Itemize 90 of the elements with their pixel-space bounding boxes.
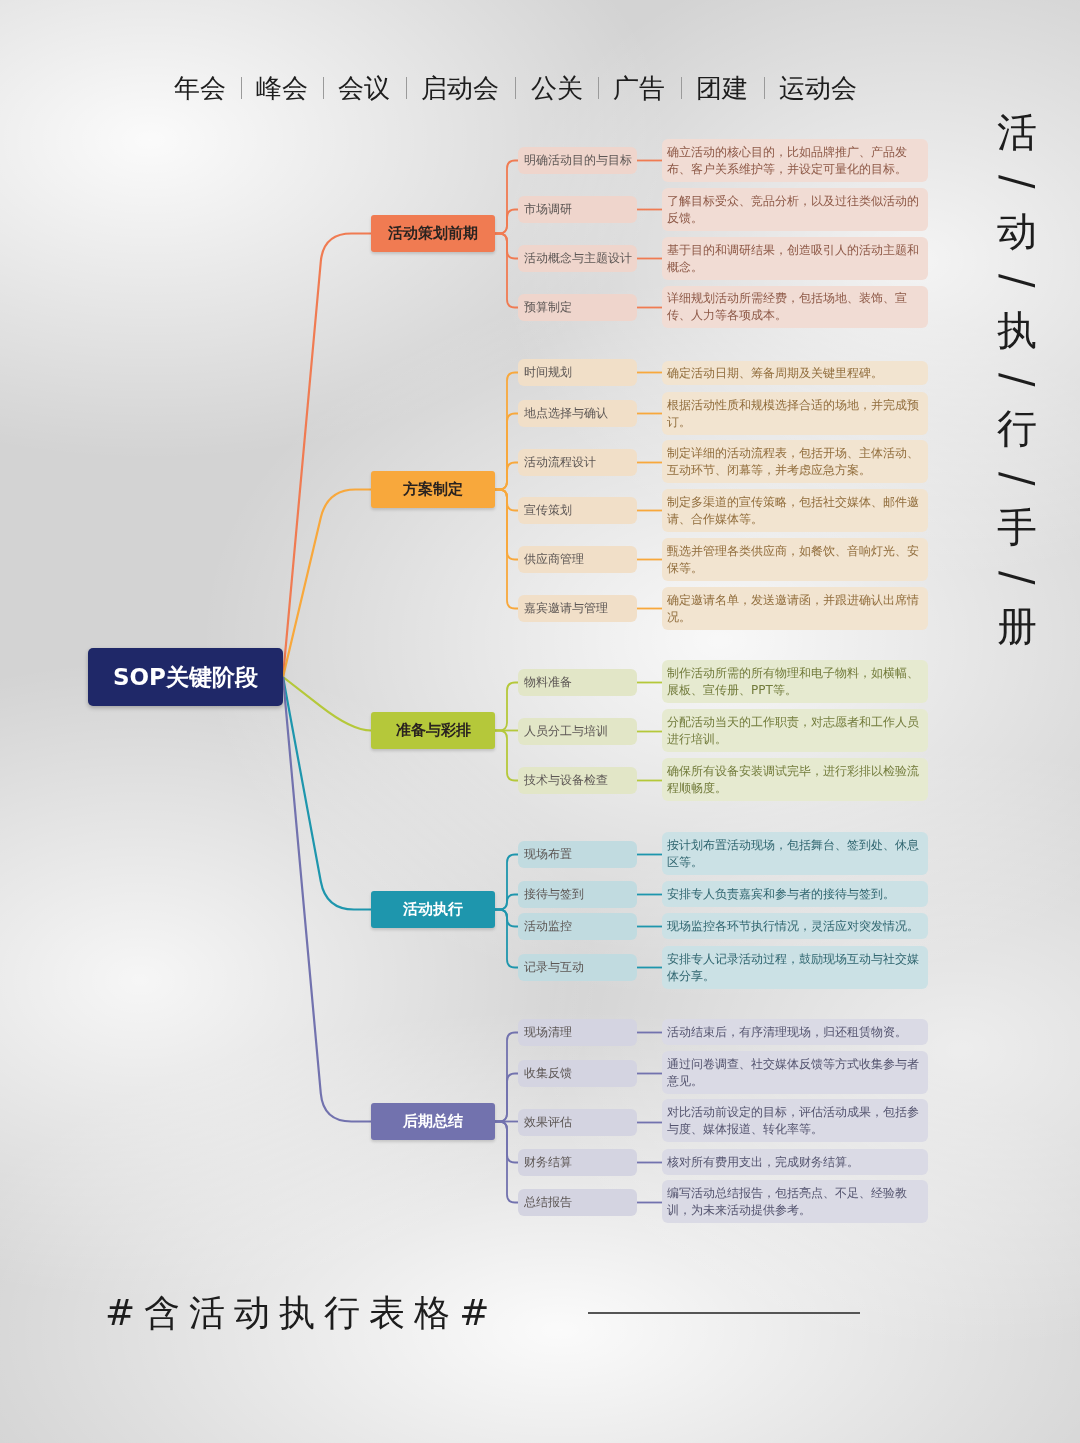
connector-line xyxy=(636,371,663,374)
description-box: 详细规划活动所需经费，包括场地、装饰、宣传、人力等各项成本。 xyxy=(662,286,928,328)
connector-line xyxy=(636,509,663,512)
stage-box: 后期总结 xyxy=(371,1103,495,1140)
connector-line xyxy=(636,853,663,856)
step-box: 现场布置 xyxy=(518,841,637,868)
description-box: 了解目标受众、竞品分析，以及过往类似活动的反馈。 xyxy=(662,188,928,231)
connector-line xyxy=(636,1031,663,1034)
connector-line xyxy=(636,681,663,684)
topic-box: SOP关键阶段 xyxy=(88,648,283,706)
description-box: 制作活动所需的所有物理和电子物料，如横幅、展板、宣传册、PPT等。 xyxy=(662,660,928,703)
connector-line xyxy=(494,232,519,309)
description-box: 根据活动性质和规模选择合适的场地，并完成预订。 xyxy=(662,392,928,435)
connector-line xyxy=(281,676,371,911)
event-type-label: 年会 xyxy=(174,71,226,105)
step-box: 地点选择与确认 xyxy=(518,400,637,427)
connector-line xyxy=(636,461,663,464)
stage-box: 活动策划前期 xyxy=(371,215,495,252)
description-box: 甄选并管理各类供应商，如餐饮、音响灯光、安保等。 xyxy=(662,538,928,581)
connector-line xyxy=(636,607,663,610)
step-box: 明确活动目的与目标 xyxy=(518,147,637,174)
description-box: 确立活动的核心目的，比如品牌推广、产品发布、客户关系维护等，并设定可量化的目标。 xyxy=(662,139,928,182)
step-box: 活动监控 xyxy=(518,913,637,940)
description-box: 制定详细的活动流程表，包括开场、主体活动、互动环节、闭幕等，并考虑应急方案。 xyxy=(662,440,928,483)
hashtag-label: #含活动执行表格# xyxy=(105,1290,499,1335)
connector-line xyxy=(494,908,519,969)
connector-line xyxy=(636,1201,663,1204)
step-box: 市场调研 xyxy=(518,196,637,223)
connector-line xyxy=(636,1072,663,1075)
description-box: 确定活动日期、筹备周期及关键里程碑。 xyxy=(662,361,928,385)
vertical-title: 活/动/执/行/手/册 xyxy=(995,108,1039,651)
connector-line xyxy=(281,488,371,678)
event-type-label: 公关 xyxy=(531,71,583,105)
description-box: 安排专人负责嘉宾和参与者的接待与签到。 xyxy=(662,881,928,907)
step-box: 宣传策划 xyxy=(518,497,637,524)
event-type-label: 峰会 xyxy=(256,71,308,105)
stage-box: 活动执行 xyxy=(371,891,495,928)
event-type-label: 运动会 xyxy=(779,71,857,105)
connector-line xyxy=(636,159,663,162)
connector-line xyxy=(636,412,663,415)
description-box: 编写活动总结报告，包括亮点、不足、经验教训，为未来活动提供参考。 xyxy=(662,1180,928,1223)
connector-line xyxy=(636,966,663,969)
event-type-label: 启动会 xyxy=(421,71,499,105)
step-box: 技术与设备检查 xyxy=(518,767,637,794)
connector-line xyxy=(494,729,519,782)
description-box: 核对所有费用支出，完成财务结算。 xyxy=(662,1149,928,1175)
step-box: 接待与签到 xyxy=(518,881,637,908)
stage-box: 方案制定 xyxy=(371,471,495,508)
connector-line xyxy=(636,208,663,211)
description-box: 基于目的和调研结果，创造吸引人的活动主题和概念。 xyxy=(662,237,928,280)
connector-line xyxy=(636,306,663,309)
description-box: 按计划布置活动现场，包括舞台、签到处、休息区等。 xyxy=(662,832,928,875)
connector-line xyxy=(494,488,519,610)
step-box: 嘉宾邀请与管理 xyxy=(518,595,637,622)
step-box: 总结报告 xyxy=(518,1189,637,1216)
description-box: 确定邀请名单，发送邀请函，并跟进确认出席情况。 xyxy=(662,587,928,630)
connector-line xyxy=(636,1121,663,1124)
step-box: 活动流程设计 xyxy=(518,449,637,476)
description-box: 现场监控各环节执行情况，灵活应对突发情况。 xyxy=(662,913,928,939)
description-box: 分配活动当天的工作职责，对志愿者和工作人员进行培训。 xyxy=(662,709,928,752)
description-box: 制定多渠道的宣传策略，包括社交媒体、邮件邀请、合作媒体等。 xyxy=(662,489,928,532)
description-box: 活动结束后，有序清理现场，归还租赁物资。 xyxy=(662,1019,928,1045)
event-type-label: 广告 xyxy=(613,71,665,105)
event-type-label: 团建 xyxy=(696,71,748,105)
connector-line xyxy=(636,779,663,782)
connector-line xyxy=(636,730,663,733)
step-box: 供应商管理 xyxy=(518,546,637,573)
step-box: 现场清理 xyxy=(518,1019,637,1046)
connector-line xyxy=(636,925,663,928)
step-box: 人员分工与培训 xyxy=(518,718,637,745)
connector-line xyxy=(636,1161,663,1164)
step-box: 物料准备 xyxy=(518,669,637,696)
description-box: 对比活动前设定的目标，评估活动成果，包括参与度、媒体报道、转化率等。 xyxy=(662,1099,928,1142)
connector-line xyxy=(636,558,663,561)
step-box: 时间规划 xyxy=(518,359,637,386)
description-box: 通过问卷调查、社交媒体反馈等方式收集参与者意见。 xyxy=(662,1051,928,1094)
connector-line xyxy=(281,676,371,1123)
step-box: 效果评估 xyxy=(518,1109,637,1136)
step-box: 收集反馈 xyxy=(518,1060,637,1087)
stage-box: 准备与彩排 xyxy=(371,712,495,749)
step-box: 活动概念与主题设计 xyxy=(518,245,637,272)
event-type-label: 会议 xyxy=(338,71,390,105)
description-box: 确保所有设备安装调试完毕，进行彩排以检验流程顺畅度。 xyxy=(662,758,928,801)
connector-line xyxy=(636,893,663,896)
step-box: 预算制定 xyxy=(518,294,637,321)
connector-line xyxy=(636,257,663,260)
step-box: 记录与互动 xyxy=(518,954,637,981)
step-box: 财务结算 xyxy=(518,1149,637,1176)
connector-line xyxy=(282,676,373,732)
description-box: 安排专人记录活动过程，鼓励现场互动与社交媒体分享。 xyxy=(662,946,928,989)
